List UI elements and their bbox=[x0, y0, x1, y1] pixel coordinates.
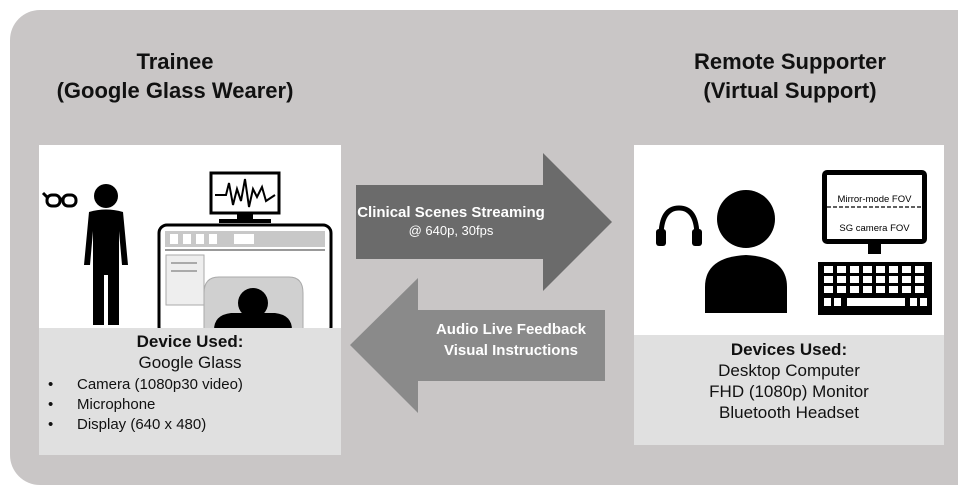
glasses-icon bbox=[41, 191, 78, 208]
keyboard-key bbox=[824, 286, 833, 293]
supporter-device-heading: Devices Used: bbox=[730, 340, 848, 359]
supporter-title-line2: (Virtual Support) bbox=[703, 78, 877, 103]
trainee-title: Trainee (Google Glass Wearer) bbox=[30, 47, 320, 105]
list-item: Microphone bbox=[39, 395, 341, 415]
supporter-device-panel: Devices Used: Desktop Computer FHD (1080… bbox=[634, 335, 944, 445]
stream-label-line2: @ 640p, 30fps bbox=[408, 223, 494, 238]
trainee-device-panel: Device Used: Google Glass Camera (1080p3… bbox=[39, 328, 341, 455]
supporter-person-icon bbox=[705, 190, 787, 313]
keyboard-key bbox=[850, 286, 859, 293]
keyboard-key bbox=[902, 276, 911, 283]
headphones-icon bbox=[656, 205, 702, 246]
keyboard-key bbox=[910, 298, 917, 306]
stream-arrow-label: Clinical Scenes Streaming @ 640p, 30fps bbox=[356, 203, 546, 240]
keyboard-key bbox=[824, 298, 831, 306]
vitals-monitor-icon bbox=[209, 171, 281, 223]
keyboard-key bbox=[837, 286, 846, 293]
keyboard-key bbox=[915, 266, 924, 273]
keyboard-key bbox=[876, 266, 885, 273]
keyboard-key bbox=[863, 286, 872, 293]
keyboard-key bbox=[876, 286, 885, 293]
keyboard-key bbox=[824, 266, 833, 273]
camera-fov-label: SG camera FOV bbox=[839, 223, 910, 234]
trainee-feature-list: Camera (1080p30 video) Microphone Displa… bbox=[39, 375, 341, 435]
supporter-title-line1: Remote Supporter bbox=[694, 49, 886, 74]
keyboard-key bbox=[863, 266, 872, 273]
trainee-device-name: Google Glass bbox=[138, 353, 242, 372]
keyboard-key bbox=[920, 298, 927, 306]
supporter-scene-illustration: Mirror-mode FOV SG camera FOV bbox=[656, 170, 932, 315]
keyboard-icon bbox=[818, 262, 932, 315]
trainee-card: Device Used: Google Glass Camera (1080p3… bbox=[39, 145, 341, 455]
keyboard-key bbox=[834, 298, 841, 306]
keyboard-key bbox=[837, 276, 846, 283]
feedback-arrow-label: Audio Live Feedback Visual Instructions bbox=[417, 319, 605, 361]
keyboard-key bbox=[876, 276, 885, 283]
keyboard-key bbox=[902, 266, 911, 273]
keyboard-key bbox=[837, 266, 846, 273]
feedback-label-line2: Visual Instructions bbox=[444, 342, 578, 359]
supporter-card: Mirror-mode FOV SG camera FOV Devices Us… bbox=[634, 145, 944, 445]
keyboard-key bbox=[863, 276, 872, 283]
operating-room-icon bbox=[157, 223, 333, 330]
mirror-mode-label: Mirror-mode FOV bbox=[838, 194, 913, 205]
trainee-title-line1: Trainee bbox=[136, 49, 214, 74]
keyboard-key bbox=[889, 266, 898, 273]
keyboard-key bbox=[889, 286, 898, 293]
keyboard-key bbox=[889, 276, 898, 283]
trainee-title-line2: (Google Glass Wearer) bbox=[56, 78, 294, 103]
trainee-scene-illustration bbox=[41, 171, 333, 330]
keyboard-key bbox=[915, 286, 924, 293]
keyboard-spacebar bbox=[847, 298, 905, 306]
desktop-monitor-icon: Mirror-mode FOV SG camera FOV bbox=[822, 170, 927, 254]
trainee-device-heading: Device Used: bbox=[136, 332, 244, 351]
keyboard-key bbox=[915, 276, 924, 283]
stream-label-line1: Clinical Scenes Streaming bbox=[357, 204, 545, 221]
list-item: Display (640 x 480) bbox=[39, 415, 341, 435]
supporter-device-item: Bluetooth Headset bbox=[719, 403, 859, 422]
supporter-device-item: FHD (1080p) Monitor bbox=[709, 382, 869, 401]
keyboard-key bbox=[850, 276, 859, 283]
supporter-title: Remote Supporter (Virtual Support) bbox=[640, 47, 940, 105]
supporter-device-item: Desktop Computer bbox=[718, 361, 860, 380]
list-item: Camera (1080p30 video) bbox=[39, 375, 341, 395]
keyboard-key bbox=[902, 286, 911, 293]
keyboard-key bbox=[850, 266, 859, 273]
keyboard-key bbox=[824, 276, 833, 283]
trainee-person-icon bbox=[84, 184, 128, 325]
feedback-label-line1: Audio Live Feedback bbox=[435, 321, 587, 338]
